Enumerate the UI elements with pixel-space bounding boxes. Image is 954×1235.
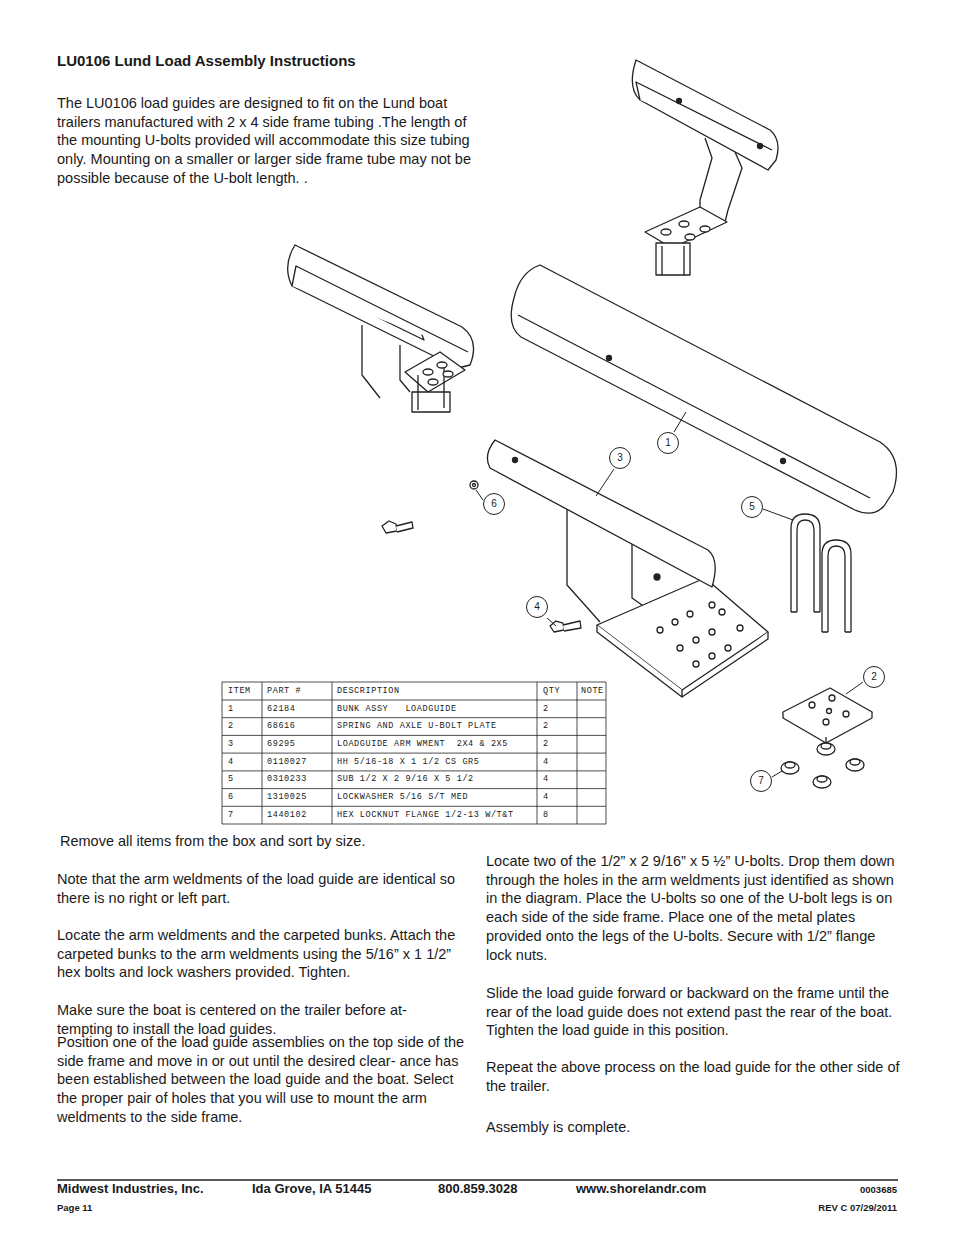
callout-number: 7	[758, 776, 764, 786]
table-header: ITEM	[228, 686, 251, 697]
footer-text: www.shorelandr.com	[576, 1181, 706, 1196]
callout-circle: 2	[863, 666, 885, 688]
table-cell: HH 5/16-18 X 1 1/2 CS GR5	[337, 757, 480, 768]
table-cell: 68616	[267, 721, 296, 732]
callout-circle: 1	[657, 432, 679, 454]
body-paragraph: Assembly is complete.	[486, 1118, 902, 1137]
table-cell: 1	[228, 704, 234, 715]
table-cell: 2	[543, 704, 549, 715]
body-paragraph: Note that the arm weldments of the load …	[57, 870, 472, 907]
table-cell: 2	[228, 721, 234, 732]
footer-text: Midwest Industries, Inc.	[57, 1181, 204, 1196]
table-cell: 2	[543, 739, 549, 750]
table-cell: 0110027	[267, 757, 307, 768]
assembled-load-guide	[288, 245, 474, 412]
table-header: NOTE	[581, 686, 604, 697]
callout-circle: 6	[483, 493, 505, 515]
footer-text: 0003685	[860, 1184, 897, 1195]
assembled-load-guide	[632, 60, 778, 275]
flange-nut	[781, 743, 864, 788]
callout-circle: 5	[741, 496, 763, 518]
leader-line	[476, 412, 863, 777]
body-paragraph: Slide the load guide forward or backward…	[486, 984, 902, 1040]
table-cell: 4	[543, 774, 549, 785]
table-cell: LOADGUIDE ARM WMENT 2X4 & 2X5	[337, 739, 508, 750]
table-cell: 1310025	[267, 792, 307, 803]
lock-washer	[470, 481, 478, 489]
body-paragraph: Position one of the load guide assemblie…	[57, 1033, 475, 1127]
body-paragraph: Make sure the boat is centered on the tr…	[57, 1001, 457, 1038]
table-cell: 1440102	[267, 810, 307, 821]
table-header: QTY	[543, 686, 560, 697]
body-paragraph: Locate two of the 1/2” x 2 9/16” x 5 ½” …	[486, 852, 902, 964]
table-cell: 0310233	[267, 774, 307, 785]
callout-number: 2	[871, 672, 877, 682]
body-paragraph: The LU0106 load guides are designed to f…	[57, 94, 475, 188]
footer-text: REV C 07/29/2011	[818, 1202, 897, 1213]
table-cell: 5	[228, 774, 234, 785]
u-bolt-plate	[783, 688, 872, 743]
callout-circle: 4	[526, 596, 548, 618]
footer-text: 800.859.3028	[438, 1181, 518, 1196]
callout-circle: 3	[609, 447, 631, 469]
parts-table	[222, 682, 606, 824]
u-bolt	[791, 514, 851, 632]
callout-number: 1	[665, 438, 671, 448]
table-cell: 4	[228, 757, 234, 768]
callout-number: 4	[534, 602, 540, 612]
body-paragraph: Repeat the above process on the load gui…	[486, 1058, 902, 1095]
table-cell: 3	[228, 739, 234, 750]
table-cell: 6	[228, 792, 234, 803]
table-cell: 69295	[267, 739, 296, 750]
footer-text: Page 11	[57, 1202, 92, 1213]
footer-text: Ida Grove, IA 51445	[252, 1181, 371, 1196]
footer-rule	[57, 1179, 898, 1181]
callout-number: 3	[617, 453, 623, 463]
table-header: DESCRIPTION	[337, 686, 400, 697]
arm-weldment	[487, 440, 768, 697]
table-cell: 4	[543, 757, 549, 768]
table-cell: 62184	[267, 704, 296, 715]
table-cell: HEX LOCKNUT FLANGE 1/2-13 W/T&T	[337, 810, 514, 821]
callout-circle: 7	[750, 770, 772, 792]
table-cell: 8	[543, 810, 549, 821]
table-cell: 2	[543, 721, 549, 732]
table-cell: SPRING AND AXLE U-BOLT PLATE	[337, 721, 497, 732]
table-cell: LOCKWASHER 5/16 S/T MED	[337, 792, 468, 803]
body-paragraph: Remove all items from the box and sort b…	[60, 832, 475, 851]
table-cell: SUB 1/2 X 2 9/16 X 5 1/2	[337, 774, 474, 785]
table-cell: 7	[228, 810, 234, 821]
carpeted-bunk	[511, 265, 896, 513]
table-cell: BUNK ASSY LOADGUIDE	[337, 704, 457, 715]
table-cell: 4	[543, 792, 549, 803]
callout-number: 5	[749, 502, 755, 512]
callout-number: 6	[491, 499, 497, 509]
hex-bolt	[382, 521, 581, 632]
table-header: PART #	[267, 686, 301, 697]
page-title: LU0106 Lund Load Assembly Instructions	[57, 52, 356, 71]
body-paragraph: Locate the arm weldments and the carpete…	[57, 926, 472, 982]
